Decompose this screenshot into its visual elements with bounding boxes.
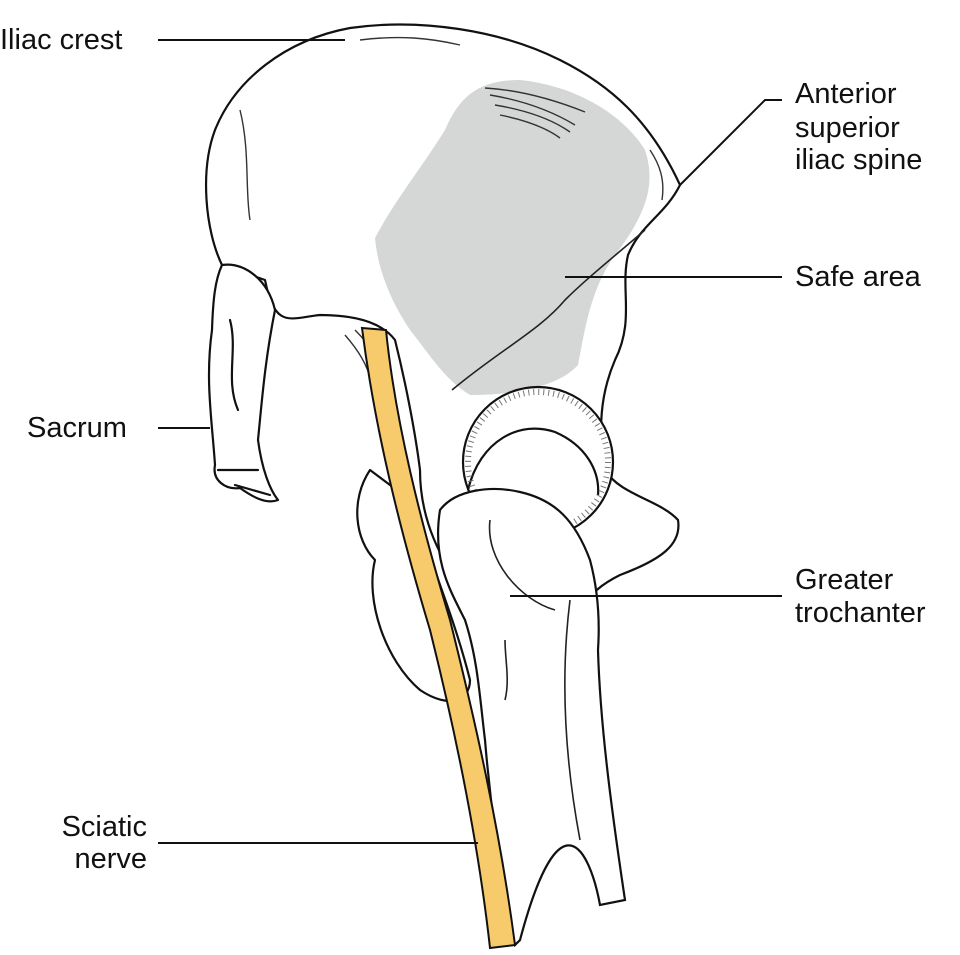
femur-detail bbox=[488, 519, 581, 841]
sciatic-nerve bbox=[360, 326, 517, 950]
leader-asis bbox=[679, 99, 782, 186]
label-safe-area: Safe area bbox=[795, 261, 921, 293]
label-asis-line2: superior bbox=[795, 112, 900, 144]
safe-area-region bbox=[375, 80, 650, 395]
label-asis-line3: iliac spine bbox=[795, 144, 923, 176]
label-greater-trochanter-line1: Greater bbox=[795, 564, 894, 596]
safe-area-border-line bbox=[451, 229, 646, 391]
sacrum-outline bbox=[207, 263, 280, 503]
label-sciatic-nerve-line2: nerve bbox=[74, 843, 147, 875]
label-greater-trochanter-line2: trochanter bbox=[795, 597, 926, 629]
femoral-head-stipple bbox=[465, 389, 611, 535]
label-sciatic-nerve-line1: Sciatic bbox=[61, 811, 147, 843]
label-asis-line1: Anterior bbox=[795, 78, 897, 110]
label-sacrum: Sacrum bbox=[27, 412, 127, 444]
sacrum-detail bbox=[216, 318, 272, 497]
label-iliac-crest: Iliac crest bbox=[0, 24, 123, 56]
